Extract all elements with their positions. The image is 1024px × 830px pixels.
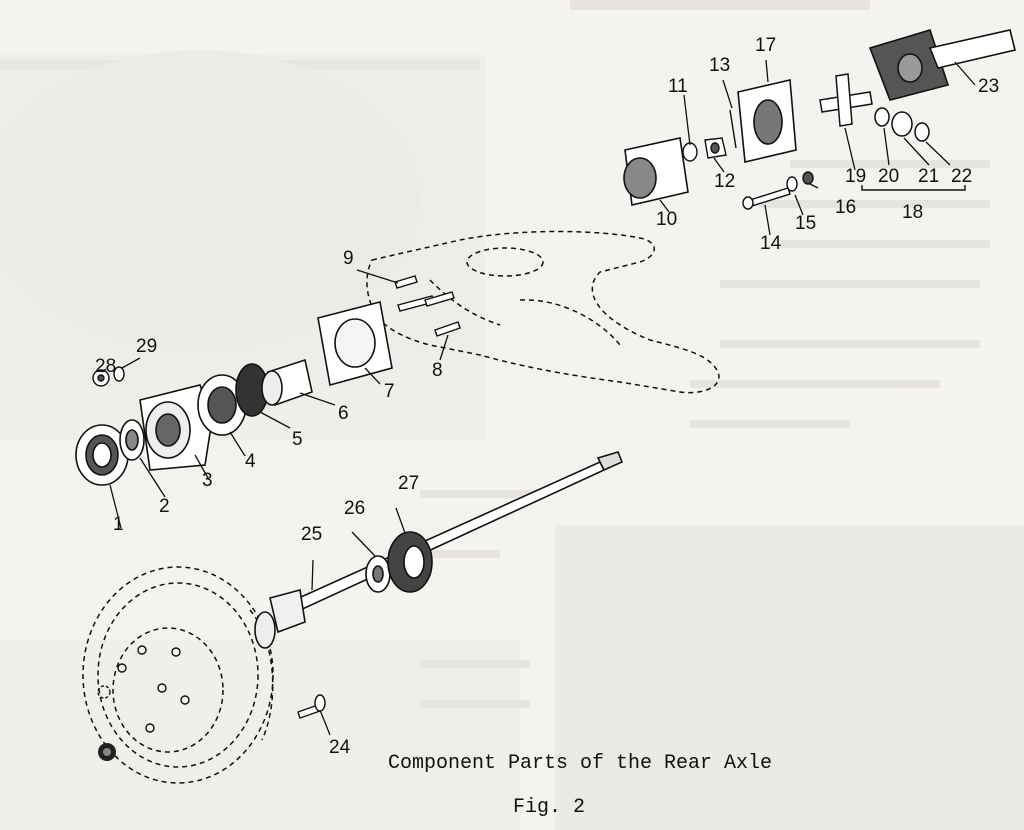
callout-10: 10 <box>656 209 678 230</box>
callout-5: 5 <box>292 429 303 450</box>
pin <box>729 109 737 149</box>
callout-4: 4 <box>245 451 256 472</box>
wheel-stud <box>297 694 326 719</box>
callout-16: 16 <box>835 197 857 218</box>
callout-2: 2 <box>159 496 170 517</box>
callout-6: 6 <box>338 403 349 424</box>
oil-seal <box>387 531 433 593</box>
nut-washer <box>92 366 125 387</box>
callout-13: 13 <box>709 55 731 76</box>
callout-9: 9 <box>343 248 354 269</box>
inner-bearing <box>197 374 247 436</box>
wheel-nut <box>98 743 116 761</box>
leader-lines <box>101 59 976 736</box>
spacer-ring <box>119 419 145 461</box>
callout-15: 15 <box>795 213 817 234</box>
callout-26: 26 <box>344 498 366 519</box>
wheel-stud-holes <box>97 645 190 733</box>
universal-joint <box>819 73 930 142</box>
flange-nut <box>704 137 727 159</box>
bolt-washer-nut <box>742 171 814 210</box>
callout-29: 29 <box>136 336 158 357</box>
callout-27: 27 <box>398 473 420 494</box>
bearing-housing <box>139 384 213 471</box>
bracket-18 <box>861 185 966 191</box>
callout-21: 21 <box>918 166 940 187</box>
callout-1: 1 <box>113 514 124 535</box>
callout-12: 12 <box>714 171 736 192</box>
callout-28: 28 <box>95 356 117 377</box>
figure-caption: Component Parts of the Rear Axle <box>388 752 773 775</box>
callout-11: 11 <box>668 76 688 97</box>
callout-17: 17 <box>755 35 777 56</box>
callout-22: 22 <box>951 166 973 187</box>
figure-number: Fig. 2 <box>513 796 586 819</box>
flange-gasket <box>317 301 393 387</box>
callout-25: 25 <box>301 524 323 545</box>
callout-19: 19 <box>845 166 867 187</box>
callout-14: 14 <box>760 233 782 254</box>
drive-shaft-yoke <box>868 29 1016 101</box>
callout-20: 20 <box>878 166 900 187</box>
callout-3: 3 <box>202 470 213 491</box>
side-flange <box>623 137 689 206</box>
yoke-flange <box>737 79 797 163</box>
studs <box>394 275 461 337</box>
shaft-bearing <box>365 555 391 593</box>
callout-24: 24 <box>329 737 351 758</box>
callout-7: 7 <box>384 381 395 402</box>
flange-washer <box>682 142 698 162</box>
axle-housing-outline <box>366 230 720 394</box>
callout-8: 8 <box>432 360 443 381</box>
callout-18: 18 <box>902 202 924 223</box>
callout-23: 23 <box>978 76 1000 97</box>
